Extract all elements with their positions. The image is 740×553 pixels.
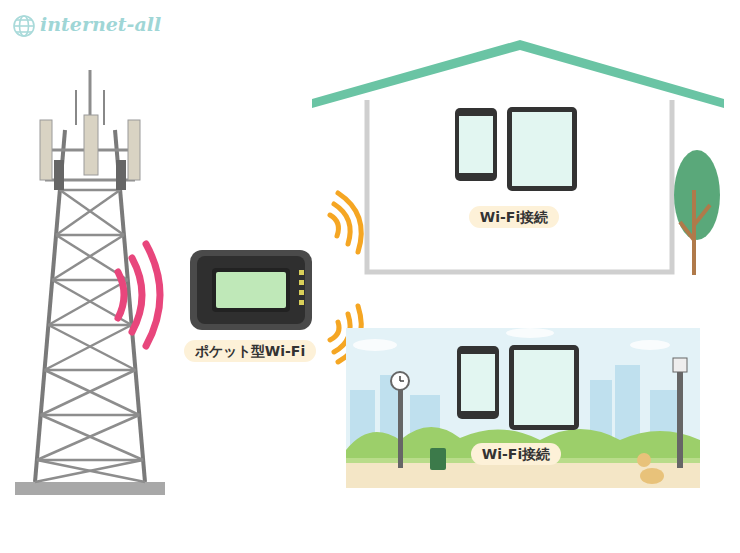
house [312,40,724,272]
tree [674,150,720,275]
watermark: internet-all [40,13,161,35]
pocket-wifi-device [190,250,312,330]
cell-tower [15,70,165,495]
label-pill: Wi-Fi接続 [471,443,561,465]
label-pill: ポケット型Wi-Fi [184,340,316,362]
pill-text: Wi-Fi接続 [482,446,550,462]
label-pill: Wi-Fi接続 [469,206,559,228]
pill-text: Wi-Fi接続 [480,209,548,225]
globe-icon [14,16,34,36]
park [346,328,700,488]
pill-text: ポケット型Wi-Fi [195,343,305,359]
tower-signal [118,244,160,346]
